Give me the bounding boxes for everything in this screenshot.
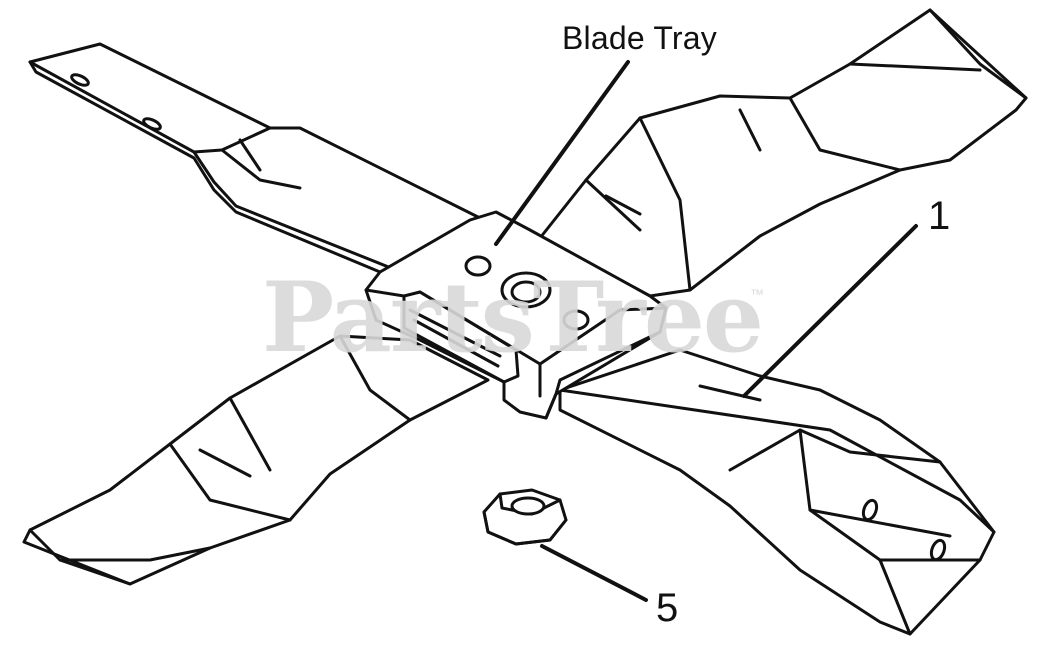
lower-left-blade	[22, 334, 490, 586]
callout-1-label: 1	[928, 194, 951, 238]
leader-blade-tray	[494, 60, 630, 246]
callout-5-label: 5	[656, 586, 679, 630]
hex-nut	[482, 488, 568, 546]
blade-tray-label: Blade Tray	[562, 20, 717, 56]
trademark-mark: ™	[750, 286, 764, 302]
upper-right-blade	[538, 8, 1028, 298]
watermark: PartsTree	[262, 261, 764, 374]
leader-1	[742, 224, 918, 398]
upper-left-blade	[28, 42, 482, 272]
leader-5	[540, 544, 648, 602]
